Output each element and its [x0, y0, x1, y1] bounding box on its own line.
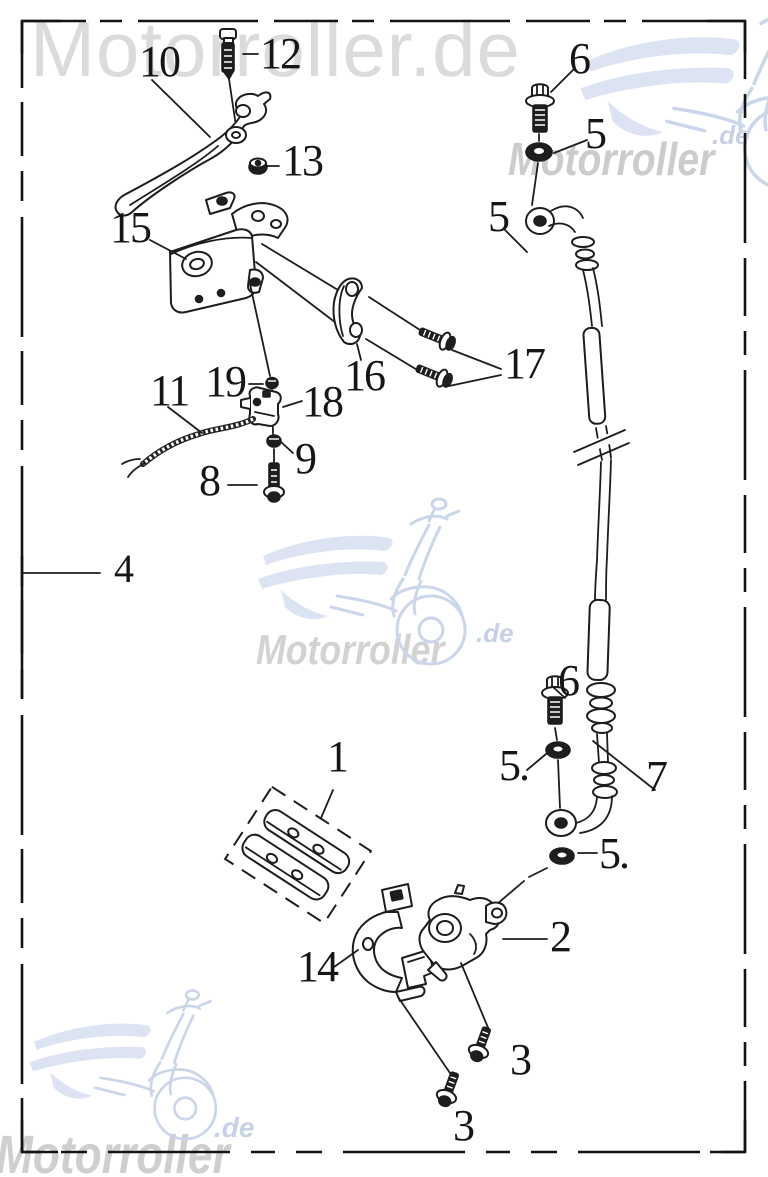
- link-washer-banjo-top: [531, 162, 539, 206]
- leader-bolt-3a: [460, 962, 490, 1031]
- leader-5m: [504, 229, 528, 253]
- brake-light-switch-part-18: [240, 386, 282, 427]
- clamp-bolt-part-17b: [415, 364, 453, 388]
- washer-part-5-midbottom: [545, 741, 571, 759]
- label-leaders: [21, 53, 548, 968]
- brake-hose-part-7: [525, 205, 630, 837]
- pivot-bolt-part-12: [219, 28, 238, 134]
- master-cylinder-part-15: [169, 191, 289, 314]
- mount-bolt-part-3a: [467, 1026, 491, 1063]
- leader-6b: [551, 685, 566, 699]
- link-washer-banjo-bottom: [557, 759, 561, 809]
- leader-1: [320, 789, 334, 819]
- caliper-bracket-part-14: [351, 883, 435, 1002]
- link-6b-washer: [554, 727, 558, 741]
- cable-part-11: [121, 416, 256, 478]
- frame-border: [20, 19, 747, 1154]
- washer-part-5-top: [525, 142, 553, 162]
- link-line-cylinder-clamp-upper: [261, 243, 339, 291]
- link-line-cylinder-switch: [249, 283, 271, 377]
- link-line-cylinder-clamp-lower: [255, 261, 345, 330]
- scooter-logo-top-right: [578, 0, 768, 191]
- leader-5bm: [526, 753, 547, 771]
- brake-caliper-part-2: [418, 884, 508, 982]
- leader-17a: [451, 349, 502, 370]
- washer-part-5-bottom: [549, 847, 575, 865]
- mount-bolt-part-3b: [435, 1071, 459, 1108]
- leader-17b: [448, 374, 502, 387]
- brake-pads-part-1: [223, 785, 373, 925]
- switch-bolt-part-8: [263, 462, 285, 503]
- leader-7: [592, 740, 656, 791]
- banjo-bolt-part-6-bottom: [541, 675, 569, 725]
- leader-6t: [550, 69, 574, 93]
- scooter-logo-center: [256, 497, 467, 666]
- handlebar-clamp-part-16: [332, 277, 363, 345]
- scooter-logo-bottom-left: [28, 989, 218, 1141]
- leader-bolt-3b: [397, 996, 453, 1077]
- adjust-nut-part-19: [265, 376, 279, 390]
- leader-5t: [553, 139, 588, 154]
- brake-lever-part-10: [114, 91, 272, 217]
- leader-clamp-bolt-a: [368, 296, 421, 331]
- banjo-bolt-part-6-top: [525, 83, 555, 133]
- locknut-part-13: [248, 157, 268, 175]
- clamp-bolt-part-17a: [418, 327, 456, 351]
- leader-clamp-bolt-b: [365, 338, 420, 372]
- locknut-part-9: [266, 434, 282, 448]
